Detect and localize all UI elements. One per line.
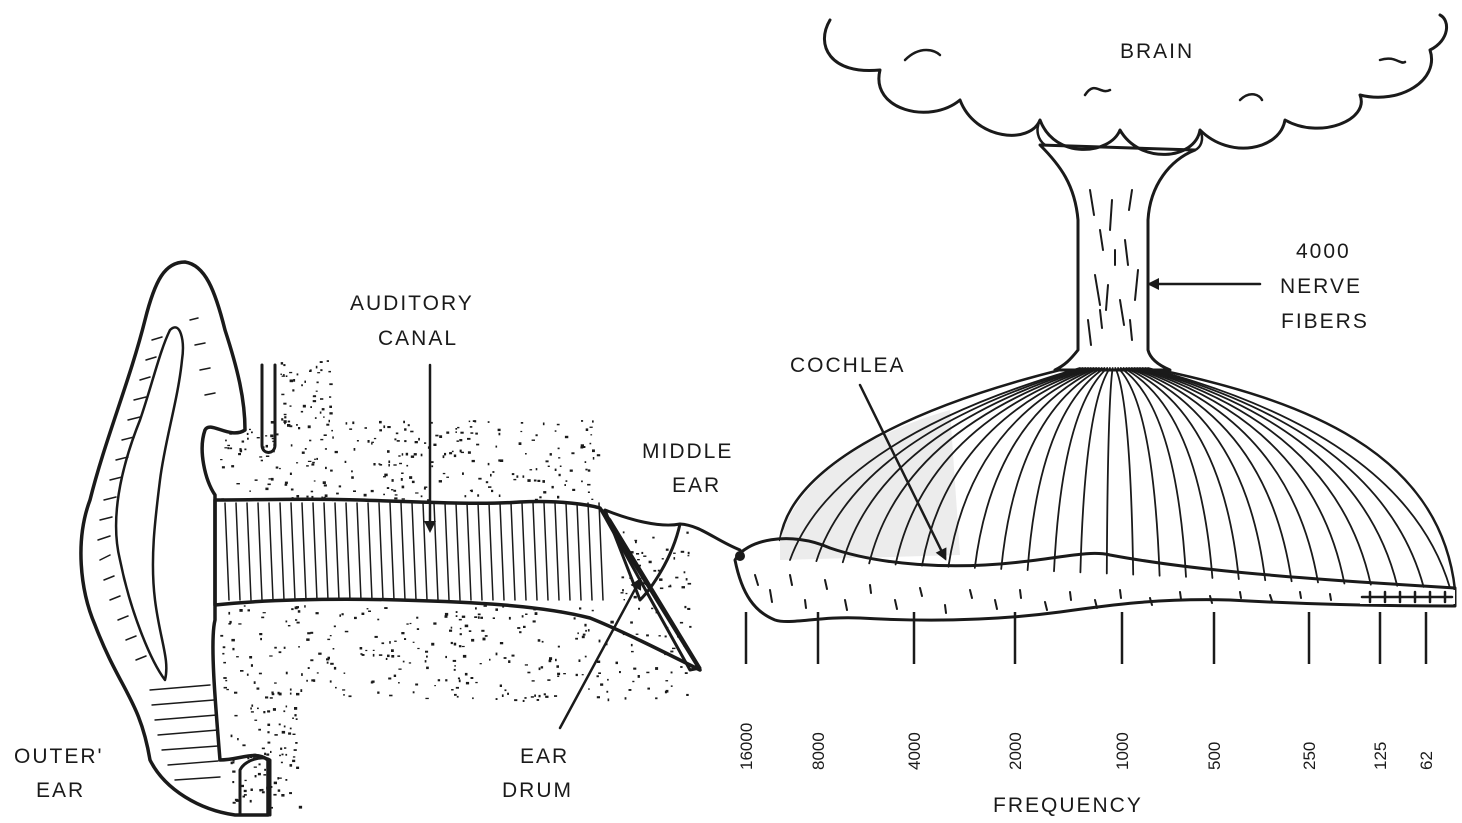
auditory-label-2: CANAL xyxy=(378,327,458,350)
outer-ear-shape xyxy=(81,262,268,815)
brain-label: BRAIN xyxy=(1120,40,1194,63)
outer-ear-label-1: OUTER' xyxy=(14,745,104,768)
nerve-stalk xyxy=(1040,145,1195,370)
frequency-axis: 16000 8000 4000 2000 1000 500 250 125 62 xyxy=(737,612,1436,770)
nerve-label-1: 4000 xyxy=(1296,240,1351,263)
tragus xyxy=(262,365,275,453)
frequency-tick-label: 2000 xyxy=(1006,732,1025,770)
nerve-label-2: NERVE xyxy=(1280,275,1362,298)
frequency-label: FREQUENCY xyxy=(993,794,1143,817)
cochlea-shape xyxy=(735,539,1455,622)
frequency-tick-label: 62 xyxy=(1417,751,1436,770)
frequency-tick-label: 4000 xyxy=(905,732,924,770)
nerve-label-3: FIBERS xyxy=(1281,310,1369,333)
frequency-tick-label: 1000 xyxy=(1113,732,1132,770)
outer-ear-label-2: EAR xyxy=(36,779,85,802)
ear-drum-label-1: EAR xyxy=(520,745,569,768)
auditory-label-1: AUDITORY xyxy=(350,292,474,315)
frequency-tick-label: 125 xyxy=(1371,742,1390,770)
ear-drum-label-2: DRUM xyxy=(502,779,573,802)
frequency-tick-label: 16000 xyxy=(737,723,756,770)
brain-outline xyxy=(824,15,1446,154)
middle-ear-label-2: EAR xyxy=(672,474,721,497)
cochlea-label: COCHLEA xyxy=(790,354,906,377)
frequency-tick-label: 8000 xyxy=(809,732,828,770)
frequency-tick-label: 250 xyxy=(1300,742,1319,770)
frequency-tick-label: 500 xyxy=(1205,742,1224,770)
middle-ear-label-1: MIDDLE xyxy=(642,440,733,463)
ear-drum-arrow xyxy=(560,580,640,728)
